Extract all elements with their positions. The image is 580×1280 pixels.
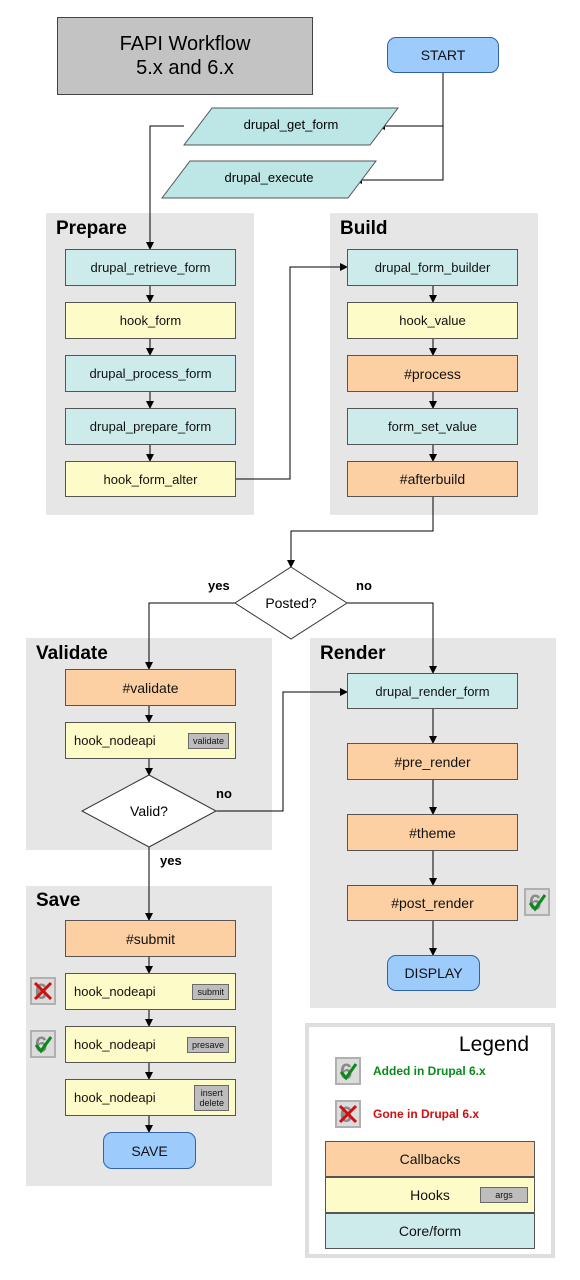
insert-delete-nodeapi-step: hook_nodeapi insert delete xyxy=(65,1079,236,1116)
form-set-value-step: form_set_value xyxy=(347,408,518,445)
submit-callback-step: #submit xyxy=(65,920,236,957)
submit-gone-badge: 6 xyxy=(30,977,56,1005)
gone-six-icon: 6 xyxy=(33,979,53,1004)
save-terminal: SAVE xyxy=(103,1132,196,1169)
hook-value-step: hook_value xyxy=(347,302,518,339)
posted-diamond xyxy=(234,566,348,640)
build-title: Build xyxy=(340,218,388,239)
theme-step: #theme xyxy=(347,814,518,851)
posted-no-label: no xyxy=(356,578,372,593)
legend-core: Core/form xyxy=(325,1213,535,1249)
legend: Legend 6 Added in Drupal 6.x 6 Gone in D… xyxy=(305,1023,555,1258)
start-terminal: START xyxy=(387,37,499,73)
submit-arg-tag: submit xyxy=(192,983,229,1000)
validate-title: Validate xyxy=(36,643,108,664)
posted-yes-label: yes xyxy=(208,578,230,593)
render-title: Render xyxy=(320,643,386,664)
submit-nodeapi-label: hook_nodeapi xyxy=(74,984,156,999)
get-form-label: drupal_get_form xyxy=(243,117,339,132)
presave-added-badge: 6 xyxy=(30,1030,56,1058)
legend-gone-badge: 6 xyxy=(335,1100,361,1128)
presave-arg-tag: presave xyxy=(186,1036,229,1053)
legend-hooks: Hooks args xyxy=(325,1177,535,1213)
get-form-shape xyxy=(182,107,400,146)
execute-shape xyxy=(160,160,378,199)
valid-yes-label: yes xyxy=(160,853,182,868)
valid-question: Valid? xyxy=(130,803,168,819)
delete-arg: delete xyxy=(199,1097,224,1108)
legend-title: Legend xyxy=(458,1033,529,1056)
added-six-icon: 6 xyxy=(34,1032,53,1057)
validate-nodeapi-label: hook_nodeapi xyxy=(74,733,156,748)
gone-six-icon: 6 xyxy=(338,1102,358,1127)
legend-added-text: Added in Drupal 6.x xyxy=(373,1064,486,1078)
valid-no-label: no xyxy=(216,786,232,801)
presave-nodeapi-label: hook_nodeapi xyxy=(74,1037,156,1052)
legend-added-badge: 6 xyxy=(335,1057,361,1085)
post-render-step: #post_render xyxy=(347,885,518,921)
legend-args-tag: args xyxy=(480,1187,528,1203)
valid-diamond xyxy=(80,774,218,848)
title-line-2: 5.x and 6.x xyxy=(136,57,234,79)
retrieve-form-step: drupal_retrieve_form xyxy=(65,249,236,286)
title-line-1: FAPI Workflow xyxy=(119,33,251,55)
save-end-label: SAVE xyxy=(131,1142,168,1159)
svg-text:6: 6 xyxy=(529,890,541,914)
legend-gone-text: Gone in Drupal 6.x xyxy=(373,1107,480,1121)
prepare-title: Prepare xyxy=(56,218,127,239)
process-callback-step: #process xyxy=(347,355,518,392)
hook-form-step: hook_form xyxy=(65,302,236,339)
afterbuild-step: #afterbuild xyxy=(347,461,518,497)
svg-text:6: 6 xyxy=(340,1059,352,1083)
validate-nodeapi-step: hook_nodeapi validate xyxy=(65,722,236,759)
form-alter-step: hook_form_alter xyxy=(65,461,236,497)
prepare-form-step: drupal_prepare_form xyxy=(65,408,236,445)
render-form-step: drupal_render_form xyxy=(347,673,518,709)
svg-text:6: 6 xyxy=(35,1032,47,1056)
added-six-icon: 6 xyxy=(339,1059,358,1084)
insert-arg: insert xyxy=(200,1087,223,1098)
legend-hooks-label: Hooks xyxy=(410,1187,450,1203)
diagram-title: FAPI Workflow 5.x and 6.x xyxy=(57,17,313,95)
save-title: Save xyxy=(36,890,81,911)
validate-callback-step: #validate xyxy=(65,669,236,706)
posted-question: Posted? xyxy=(265,595,317,611)
insert-delete-nodeapi-label: hook_nodeapi xyxy=(74,1090,156,1105)
display-label: DISPLAY xyxy=(404,965,463,981)
submit-nodeapi-step: hook_nodeapi submit xyxy=(65,973,236,1010)
display-terminal: DISPLAY xyxy=(387,955,480,991)
process-form-step: drupal_process_form xyxy=(65,355,236,392)
legend-callbacks: Callbacks xyxy=(325,1141,535,1177)
pre-render-step: #pre_render xyxy=(347,743,518,780)
start-label: START xyxy=(420,47,466,63)
insert-delete-arg-tag: insert delete xyxy=(194,1084,229,1111)
execute-label: drupal_execute xyxy=(224,170,314,185)
validate-arg-tag: validate xyxy=(187,732,229,749)
added-six-icon: 6 xyxy=(528,890,547,915)
post-render-added-badge: 6 xyxy=(524,888,550,916)
form-builder-step: drupal_form_builder xyxy=(347,249,518,286)
presave-nodeapi-step: hook_nodeapi presave xyxy=(65,1026,236,1063)
